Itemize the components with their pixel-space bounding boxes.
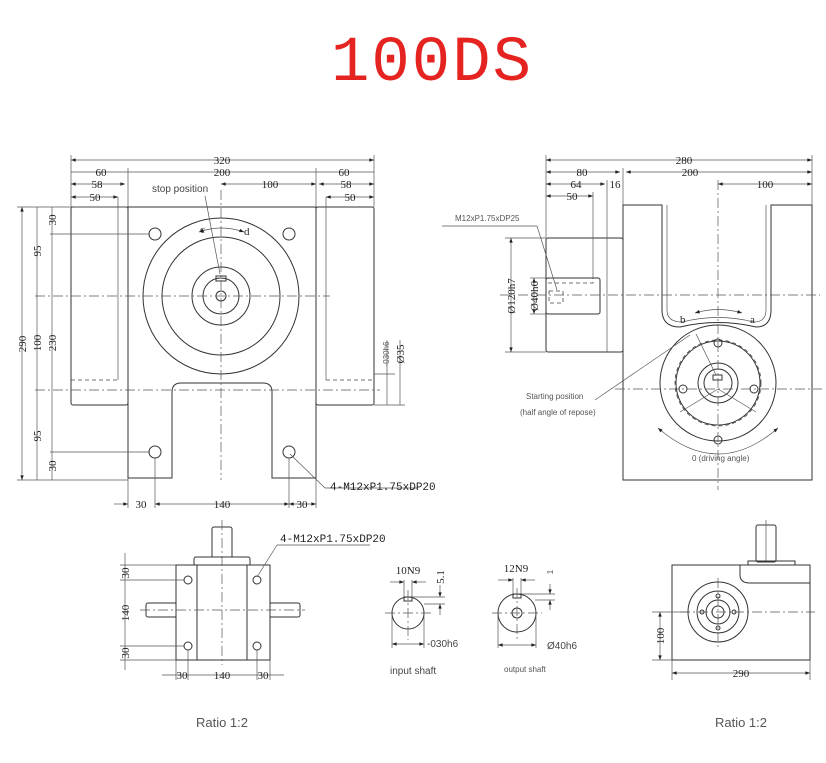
- dimension-label: 30: [136, 499, 148, 511]
- dimension-label: 230: [47, 334, 59, 351]
- dimension-label: 95: [32, 245, 44, 257]
- dimension-label: 50: [345, 192, 357, 204]
- dimension-label: 100: [757, 179, 774, 191]
- dimension-label: 100: [655, 627, 667, 644]
- front-left-dimensions: 290 95 100 95 30 230 30: [17, 206, 128, 481]
- dimension-label: 30: [297, 499, 309, 511]
- dimension-label: 140: [214, 670, 231, 682]
- dimension-label: 140: [120, 604, 132, 621]
- input-shaft: [545, 277, 601, 315]
- shaft-diameter-label: Ø35: [395, 344, 407, 363]
- output-shaft-label: output shaft: [504, 665, 547, 674]
- dimension-label: 50: [567, 191, 579, 203]
- arrow-label-a: a: [750, 314, 755, 326]
- housing-end: [671, 564, 811, 661]
- dimension-label: -030h6: [427, 639, 459, 650]
- dimension-label: 95: [32, 430, 44, 442]
- side-view: b a 280 80 200 64 16 100 50 M12xP1.75xDP…: [442, 155, 822, 490]
- dimension-label: 12N9: [504, 563, 529, 575]
- dimension-label: 140: [214, 499, 231, 511]
- shaft-tolerance-label: -030h6: [382, 341, 391, 366]
- dimension-label: 30: [258, 670, 270, 682]
- dimension-label: 64: [571, 179, 583, 191]
- dimension-label: 30: [177, 670, 189, 682]
- housing-bottom: [175, 564, 271, 661]
- half-angle-label: (half angle of repose): [520, 408, 596, 417]
- front-top-dimensions: 320 60 200 60 58 100 58 50 50: [70, 155, 375, 207]
- end-view: 100 290: [652, 520, 815, 680]
- dimension-label: 50: [90, 192, 102, 204]
- dimension-label: 320: [214, 155, 231, 167]
- output-shaft-section: 12N9 1 Ø40h6 output shaft: [492, 563, 577, 674]
- shaft-diameter-label: Ø40h6: [529, 281, 541, 311]
- dimension-label: 290: [733, 668, 750, 680]
- bottom-hole-spec-label: 4-M12xP1.75xDP20: [280, 534, 386, 546]
- dimension-label: 80: [577, 167, 589, 179]
- input-shaft-label: input shaft: [390, 666, 436, 677]
- housing-side: [622, 204, 813, 481]
- dimension-label: 1: [546, 569, 555, 574]
- hole-spec-label: 4-M12xP1.75xDP20: [330, 482, 436, 494]
- dimension-label: 60: [339, 167, 351, 179]
- ratio-label-left: Ratio 1:2: [196, 715, 248, 730]
- left-flange: [70, 206, 129, 406]
- dimension-label: 30: [120, 647, 132, 659]
- bottom-view: 4-M12xP1.75xDP20 30 140 30 30 140 30: [120, 520, 386, 682]
- dimension-label: 60: [96, 167, 108, 179]
- boss-diameter-label: Ø120h7: [506, 278, 518, 314]
- right-flange: [315, 206, 375, 406]
- side-top-dimensions: 280 80 200 64 16 100 50: [545, 155, 813, 278]
- dimension-label: 200: [214, 167, 231, 179]
- input-shaft-section: 10N9 5.1 -030h6 input shaft: [385, 565, 459, 677]
- dimension-label: 200: [682, 167, 699, 179]
- dimension-label: 10N9: [396, 565, 421, 577]
- dimension-label: 58: [92, 179, 104, 191]
- driving-angle-label: 0 (driving angle): [692, 454, 750, 463]
- dimension-label: 30: [47, 460, 59, 472]
- arrow-label-b: b: [680, 314, 686, 326]
- thread-spec-label: M12xP1.75xDP25: [455, 214, 520, 223]
- dimension-label: 290: [17, 335, 29, 352]
- housing: [127, 206, 317, 479]
- model-title: 100DS: [331, 28, 533, 100]
- starting-position-label: Starting position: [526, 392, 583, 401]
- front-bottom-dimensions: 30 140 30: [114, 458, 317, 511]
- dimension-label: 30: [47, 214, 59, 226]
- dimension-label: 58: [341, 179, 353, 191]
- dimension-label: 5.1: [435, 570, 447, 584]
- dimension-label: 100: [32, 334, 44, 351]
- stop-position-label: stop position: [152, 184, 208, 195]
- front-view: c d stop position 320 60 200 60 58 100 5…: [17, 155, 436, 511]
- arrow-label-c: c: [200, 224, 205, 236]
- dimension-label: Ø40h6: [547, 641, 577, 652]
- dimension-label: 100: [262, 179, 279, 191]
- ratio-label-right: Ratio 1:2: [715, 715, 767, 730]
- dimension-label: 280: [676, 155, 693, 167]
- dimension-label: 16: [610, 179, 622, 191]
- dimension-label: 30: [120, 567, 132, 579]
- arrow-label-d: d: [244, 226, 250, 238]
